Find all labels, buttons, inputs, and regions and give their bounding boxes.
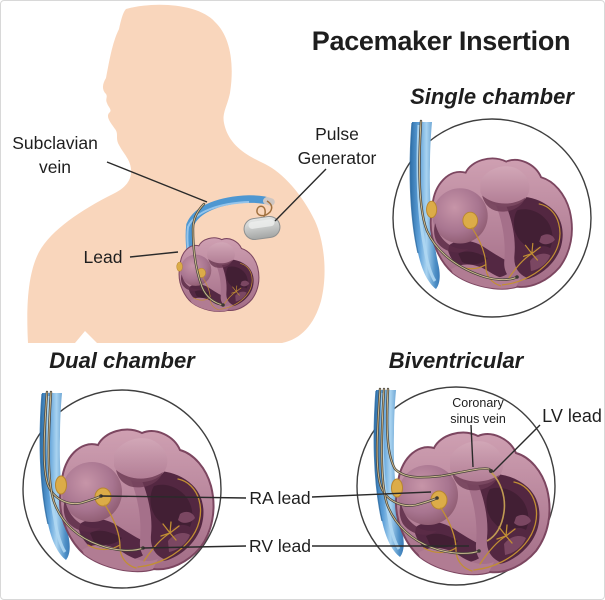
lv-lead-label: LV lead [542,406,602,426]
dual-chamber-diagram [22,389,222,589]
subclavian-vein-label: Subclavian vein [12,133,98,177]
pulse-generator-label: Pulse Generator [297,124,377,168]
biventricular-heading: Biventricular [388,348,524,373]
single-chamber-heading: Single chamber [410,84,574,109]
pulse-generator-graphic [243,215,281,241]
rv-lead-label: RV lead [249,536,311,556]
page-title: Pacemaker Insertion [311,26,571,56]
dual-chamber-heading: Dual chamber [49,348,195,373]
single-chamber-diagram [392,118,592,318]
generator-wire-graphic [256,200,273,223]
lv-lead-graphic [385,387,506,542]
lead-label: Lead [83,247,123,267]
coronary-sinus-vein-label: Coronary sinus vein [450,396,506,426]
rv-lead-graphic [418,119,519,281]
ra-lead-graphic [375,387,439,507]
ra-lead-label: RA lead [249,488,311,508]
ra-lead-graphic [42,390,103,505]
rv-lead-graphic [380,387,481,555]
pacemaker-lead-graphic [191,202,225,307]
